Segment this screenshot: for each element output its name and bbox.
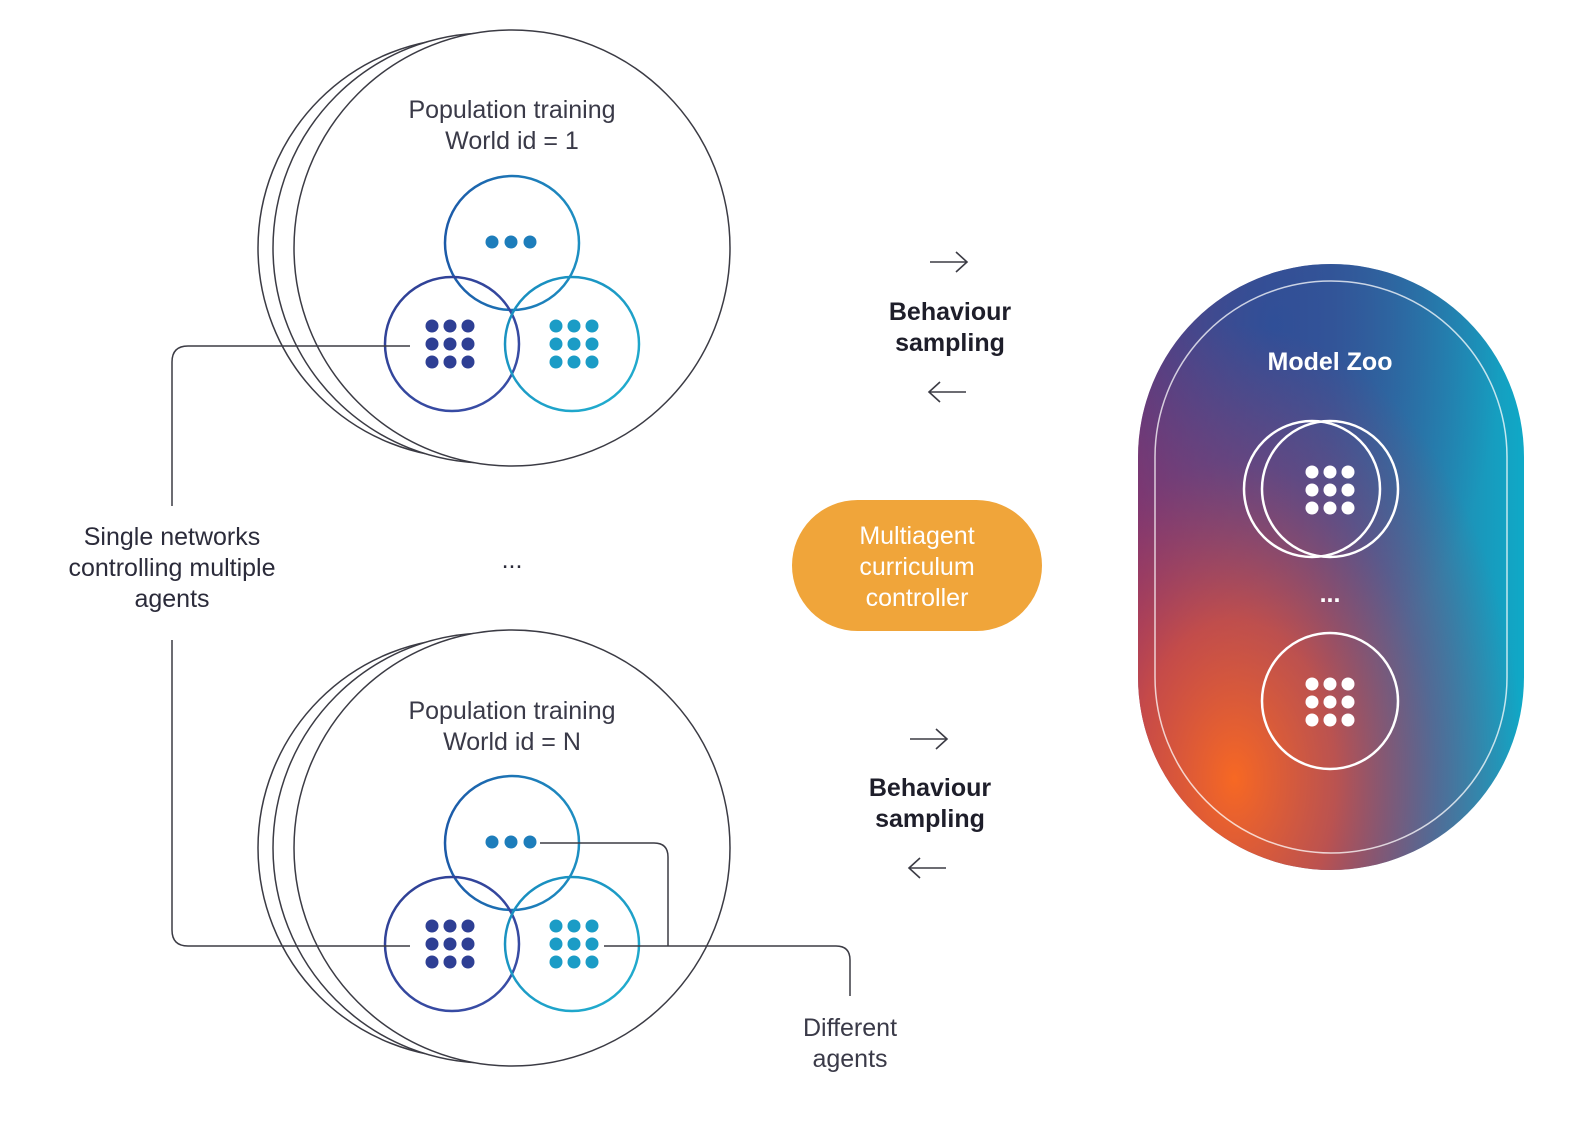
- controller-line3: controller: [866, 584, 969, 612]
- single-networks-label-line3: agents: [134, 585, 209, 613]
- agent-circle-top: [443, 174, 581, 312]
- behaviour-sampling-bottom: Behaviour sampling: [869, 728, 992, 879]
- behaviour-top-line2: sampling: [895, 329, 1005, 357]
- behaviour-bottom-line2: sampling: [875, 805, 985, 833]
- model-zoo-ellipsis: ...: [1320, 580, 1341, 608]
- curriculum-controller: Multiagent curriculum controller: [792, 500, 1042, 631]
- between-worlds-ellipsis: ...: [502, 546, 523, 574]
- arrow-left-icon: [927, 381, 966, 403]
- single-networks-label-line1: Single networks: [84, 523, 260, 551]
- single-networks-bracket: [171, 345, 410, 947]
- arrow-right-icon: [930, 251, 969, 273]
- controller-pill: [792, 500, 1042, 631]
- agent-circle-right: [503, 875, 641, 1013]
- world-top: Population training World id = 1: [257, 29, 731, 467]
- different-agents-label-line2: agents: [812, 1045, 887, 1073]
- behaviour-top-line1: Behaviour: [889, 298, 1012, 326]
- zoo-model-stacked-dots: [1305, 465, 1355, 515]
- different-agents-label-line1: Different: [803, 1014, 897, 1042]
- agent-dots-grid-dark: [425, 319, 475, 369]
- model-zoo-inner-outline: [1154, 280, 1508, 854]
- behaviour-sampling-top: Behaviour sampling: [889, 251, 1012, 403]
- behaviour-bottom-line1: Behaviour: [869, 774, 992, 802]
- world-bottom-title-line2: World id = N: [443, 728, 581, 756]
- world-bottom-title-line1: Population training: [408, 697, 615, 725]
- agent-dots-grid-teal: [549, 319, 599, 369]
- model-zoo-title: Model Zoo: [1268, 348, 1393, 376]
- zoo-model-stacked: [1242, 419, 1400, 559]
- agent-dots-three: [485, 235, 537, 249]
- arrow-left-icon: [907, 857, 946, 879]
- zoo-model-single-dots: [1305, 677, 1355, 727]
- single-networks-label-line2: controlling multiple: [68, 554, 275, 582]
- agent-circle-left: [383, 275, 521, 413]
- model-zoo: Model Zoo ...: [1138, 264, 1524, 870]
- agent-dots-three: [485, 835, 537, 849]
- world-top-title-line2: World id = 1: [445, 127, 579, 155]
- world-bottom: Population training World id = N: [257, 629, 731, 1067]
- agent-dots-grid-dark: [425, 919, 475, 969]
- different-agents-bracket: [540, 842, 851, 996]
- arrow-right-icon: [910, 728, 949, 750]
- controller-line2: curriculum: [859, 553, 974, 581]
- zoo-model-single: [1260, 631, 1400, 771]
- agent-circle-left: [383, 875, 521, 1013]
- controller-line1: Multiagent: [859, 522, 974, 550]
- agent-dots-grid-teal: [549, 919, 599, 969]
- world-top-title-line1: Population training: [408, 96, 615, 124]
- agent-circle-right: [503, 275, 641, 413]
